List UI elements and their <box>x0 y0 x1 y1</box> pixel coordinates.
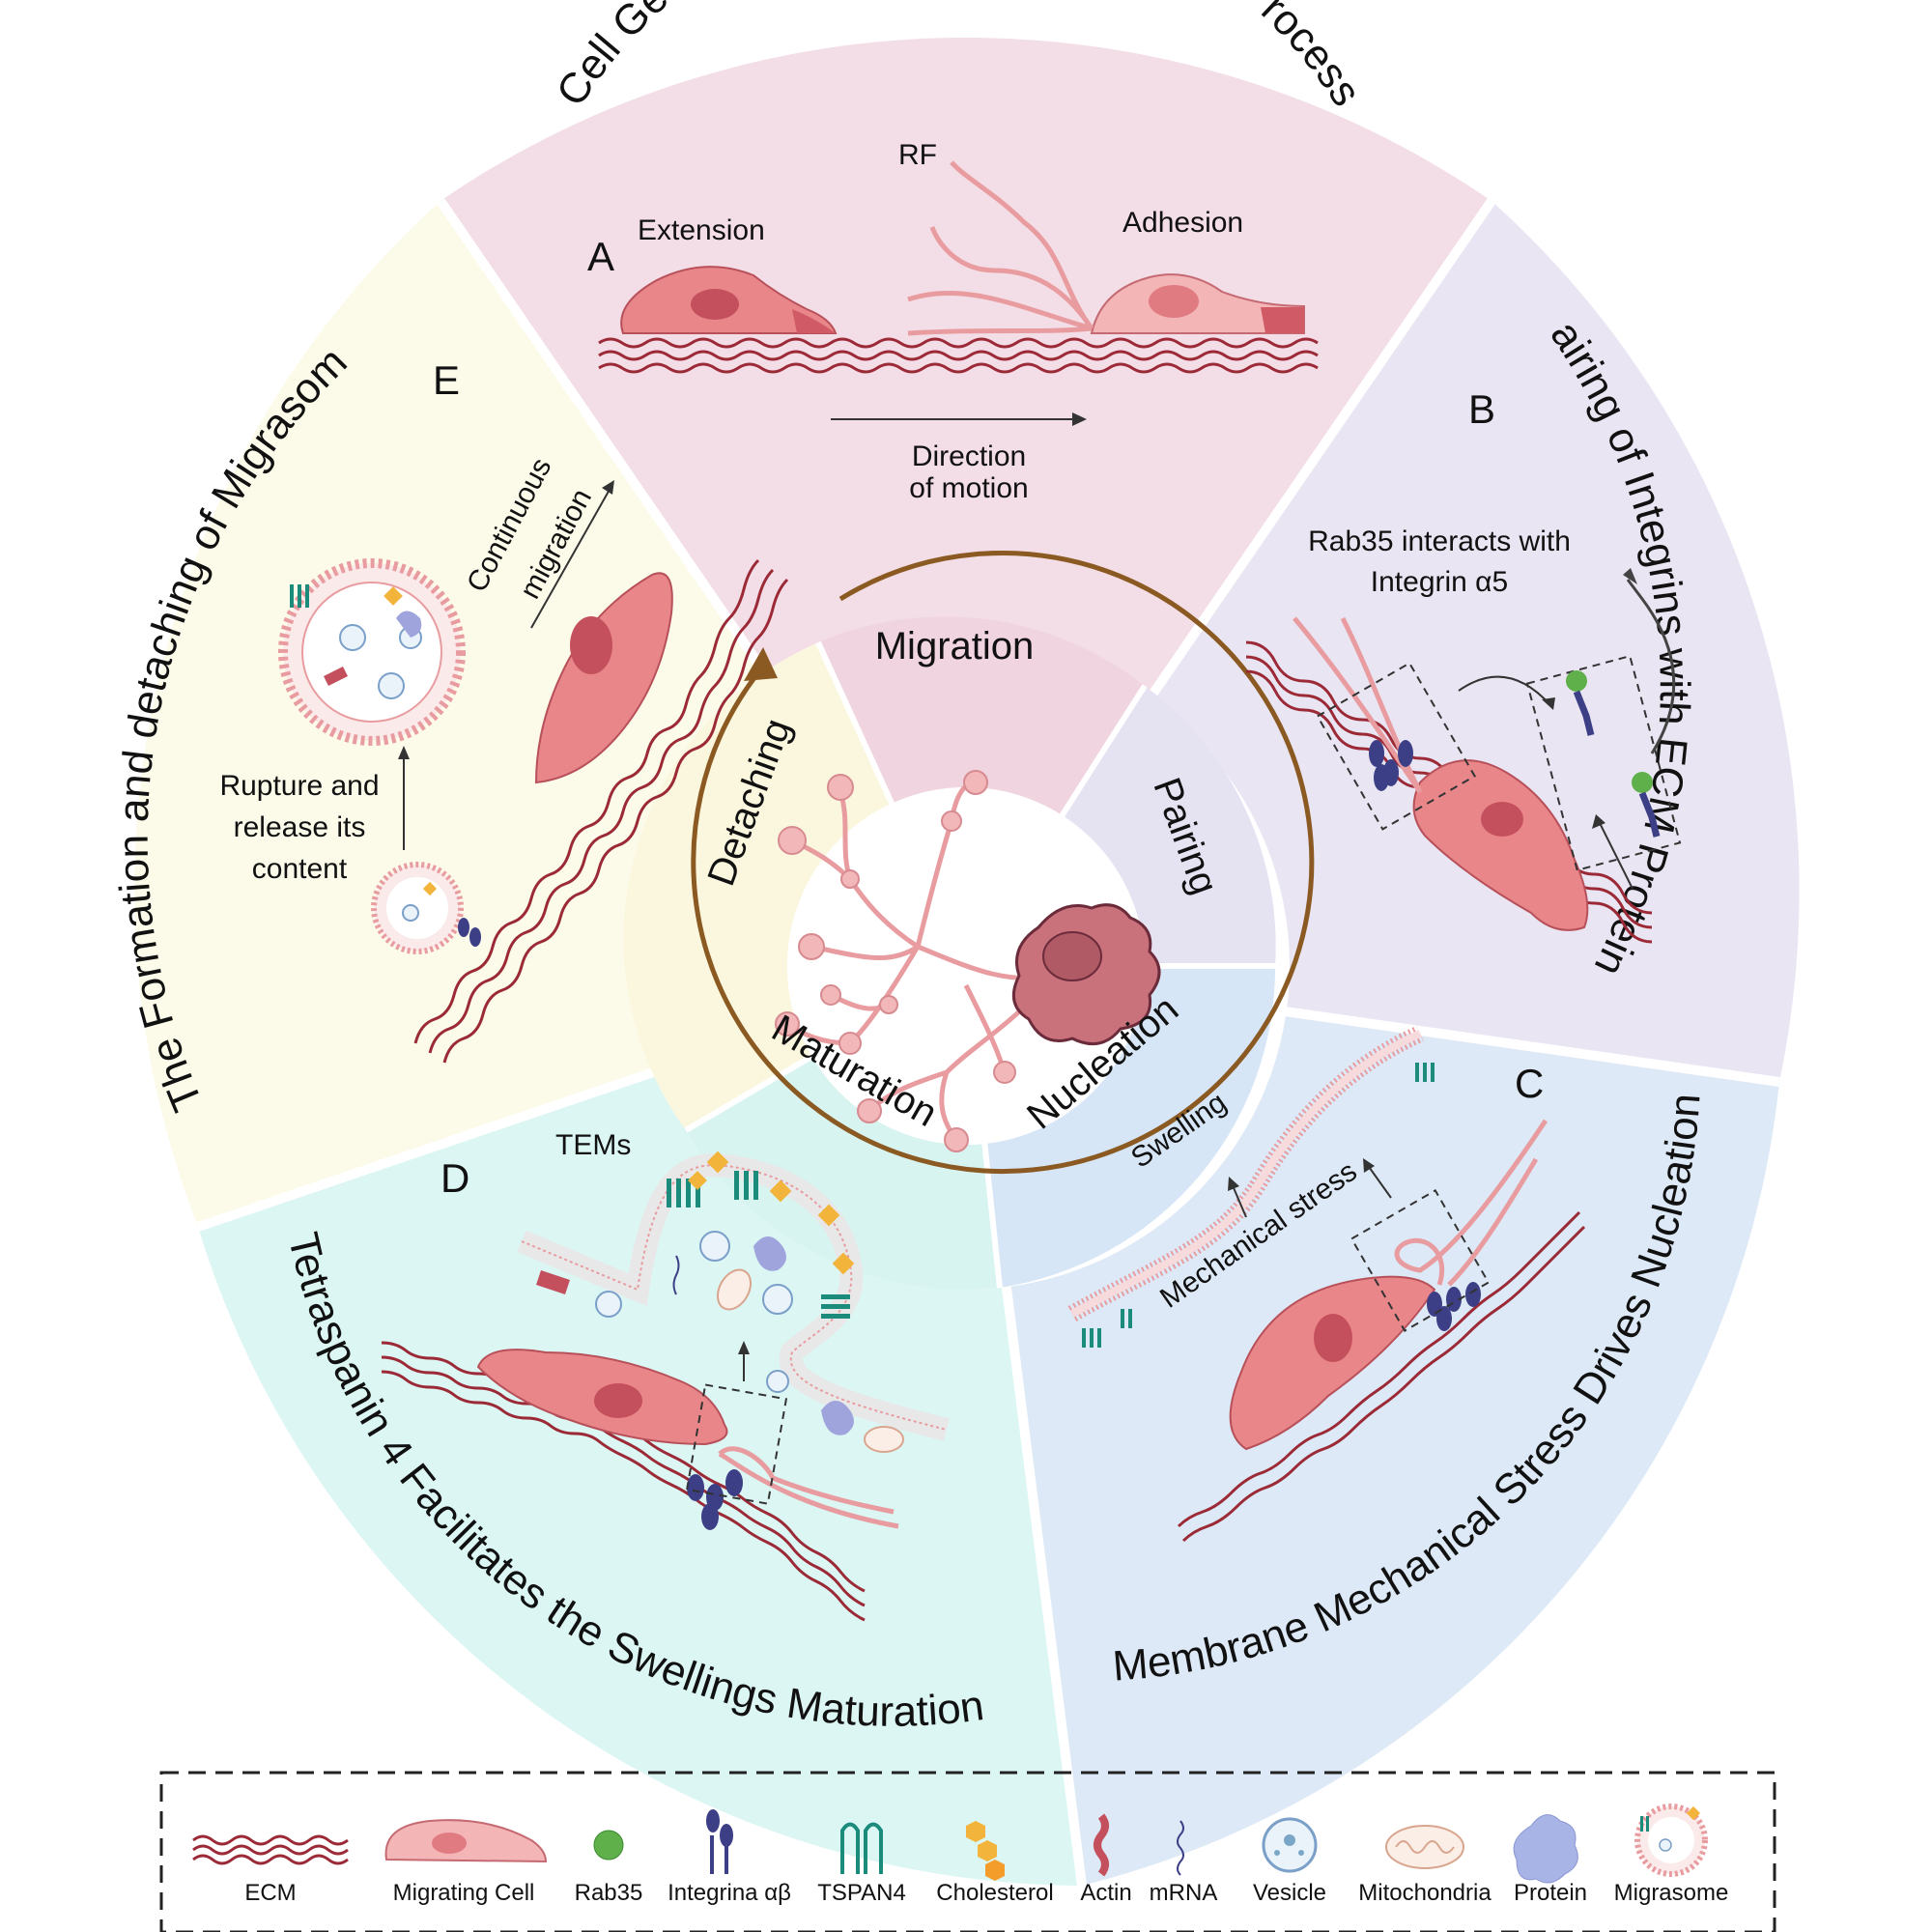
panel-b-letter: B <box>1468 386 1495 432</box>
legend-label-mitochondria: Mitochondria <box>1358 1880 1492 1906</box>
legend-item-tspan4: TSPAN4 <box>817 1822 906 1906</box>
rab35-2 <box>1632 772 1653 793</box>
rab35-icon <box>593 1830 624 1861</box>
legend-label-migrating-cell: Migrating Cell <box>393 1880 535 1906</box>
label-direction-1: Direction <box>912 440 1026 472</box>
panel-e-letter: E <box>433 357 460 403</box>
legend-item-actin: Actin <box>1080 1813 1132 1906</box>
cell-b <box>1412 759 1589 931</box>
panel-d-letter: D <box>440 1155 469 1201</box>
mrna-icon <box>1177 1820 1184 1876</box>
panel-a-illustration: Extension RF Adhesion Direction of motio… <box>598 139 1319 504</box>
legend-label-actin: Actin <box>1080 1880 1131 1906</box>
panel-b-illustration: Rab35 interacts with Integrin α5 <box>1245 526 1682 944</box>
label-rf: RF <box>898 139 937 171</box>
legend-item-integrin: Integrina αβ <box>668 1809 791 1906</box>
mitochondria-icon <box>1385 1825 1464 1869</box>
panel-c-letter: C <box>1515 1061 1544 1106</box>
legend-item-cholesterol: Cholesterol <box>936 1821 1054 1906</box>
cell-c <box>1229 1275 1436 1451</box>
cholesterol-icon <box>966 1821 1005 1881</box>
legend-label-cholesterol: Cholesterol <box>936 1880 1053 1906</box>
stage-migration-label: Migration <box>875 625 1035 668</box>
central-swellings <box>775 770 1016 1152</box>
label-tems: TEMs <box>555 1129 631 1161</box>
migrasome-icon <box>1634 1804 1708 1877</box>
legend-label-protein: Protein <box>1514 1880 1587 1906</box>
legend-label-ecm: ECM <box>244 1880 296 1906</box>
legend-label-integrin: Integrina αβ <box>668 1880 791 1906</box>
legend-item-mitochondria: Mitochondria <box>1358 1825 1492 1906</box>
integrins-c <box>1427 1282 1481 1331</box>
ecm-strands-a <box>598 337 1319 374</box>
legend-item-mrna: mRNA <box>1150 1820 1218 1906</box>
rab35-1 <box>1566 670 1587 692</box>
panel-a-letter: A <box>587 234 614 279</box>
legend-item-protein: Protein <box>1513 1814 1587 1906</box>
legend-label-mrna: mRNA <box>1150 1880 1218 1906</box>
legend-item-migrating-cell: Migrating Cell <box>384 1819 548 1906</box>
integrins-b <box>1369 740 1413 791</box>
zoom-box-b <box>1316 662 1476 831</box>
label-extension: Extension <box>638 214 765 246</box>
actin-icon <box>1094 1813 1109 1877</box>
central-cell-nucleus <box>1042 931 1102 981</box>
legend: ECM Migrating Cell Rab35 Integrina αβ <box>159 1771 1776 1932</box>
label-rab35-2: Integrin α5 <box>1371 566 1508 598</box>
cell-e <box>534 572 673 784</box>
label-rab35-1: Rab35 interacts with <box>1308 526 1571 557</box>
legend-item-migrasome: Migrasome <box>1614 1804 1729 1906</box>
legend-label-rab35: Rab35 <box>575 1880 643 1906</box>
cycle-arrow <box>691 550 1315 1174</box>
integrin-icon <box>706 1809 733 1874</box>
integrins-d <box>687 1469 743 1530</box>
label-direction-2: of motion <box>909 472 1028 504</box>
legend-label-tspan4: TSPAN4 <box>817 1880 906 1906</box>
label-adhesion: Adhesion <box>1122 207 1243 239</box>
panel-d-illustration: TEMs <box>381 1129 950 1622</box>
retraction-fibers <box>907 160 1094 336</box>
cholesterol-d <box>688 1151 855 1275</box>
legend-label-migrasome: Migrasome <box>1614 1880 1729 1906</box>
zoom-box-c <box>1350 1189 1491 1332</box>
ecm-icon <box>192 1834 349 1865</box>
legend-label-vesicle: Vesicle <box>1253 1880 1326 1906</box>
label-rupture-1: Rupture and <box>219 770 379 802</box>
legend-item-vesicle: Vesicle <box>1253 1817 1326 1906</box>
legend-item-ecm: ECM <box>192 1834 349 1906</box>
tspan4-icon <box>840 1822 883 1874</box>
protein-icon <box>1513 1814 1578 1884</box>
zoom-box-d <box>685 1383 788 1505</box>
legend-box <box>159 1771 1776 1932</box>
label-rupture-3: content <box>252 853 348 885</box>
label-rupture-2: release its <box>234 811 366 843</box>
legend-item-rab35: Rab35 <box>575 1830 643 1906</box>
vesicle-icon <box>1262 1817 1318 1873</box>
tspan4-d <box>667 1171 850 1319</box>
cycle-arrowhead <box>744 647 778 681</box>
